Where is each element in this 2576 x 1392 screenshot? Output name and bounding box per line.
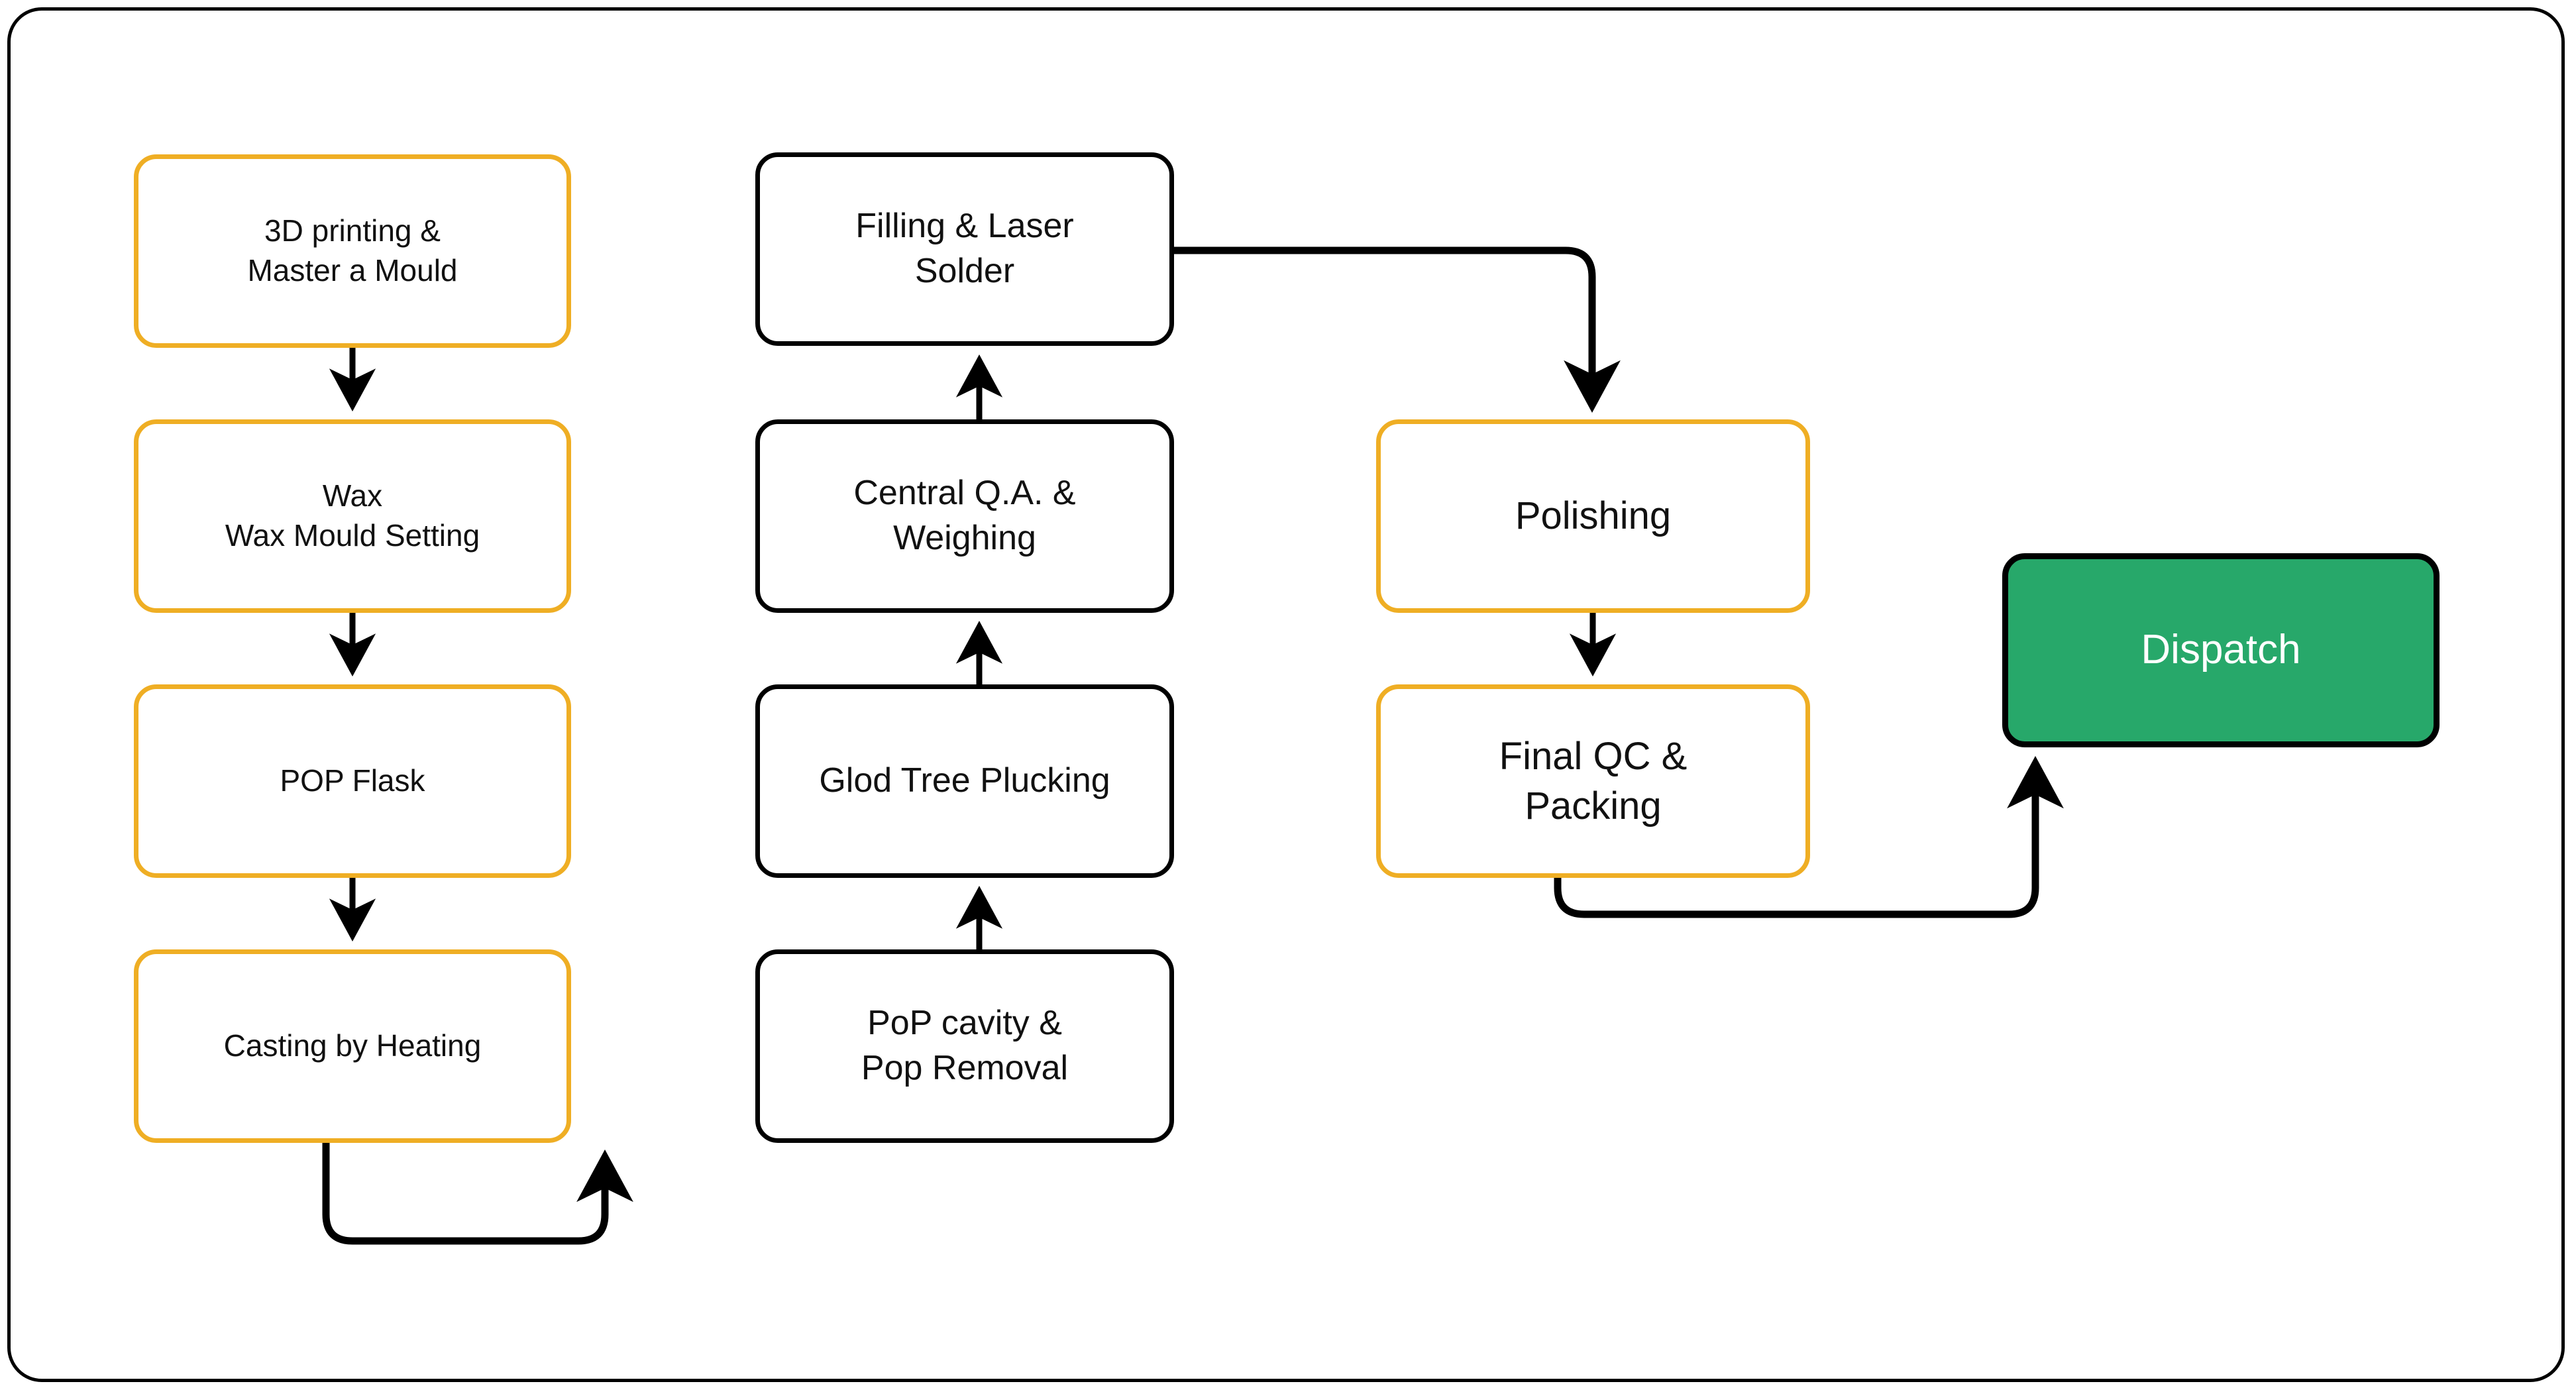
- node-final-qc-packing[interactable]: Final QC & Packing: [1376, 684, 1810, 878]
- node-label: Wax Wax Mould Setting: [225, 478, 480, 553]
- node-label: POP Flask: [280, 763, 425, 798]
- node-label: Casting by Heating: [223, 1028, 482, 1063]
- node-label: PoP cavity & Pop Removal: [861, 1004, 1069, 1087]
- node-label: Central Q.A. & Weighing: [853, 474, 1076, 557]
- node-dispatch[interactable]: Dispatch: [2002, 553, 2440, 747]
- node-label: Final QC & Packing: [1499, 734, 1688, 828]
- node-central-qa-weighing[interactable]: Central Q.A. & Weighing: [755, 419, 1174, 613]
- node-filling-laser-solder[interactable]: Filling & Laser Solder: [755, 152, 1174, 346]
- node-casting-by-heating[interactable]: Casting by Heating: [134, 949, 571, 1143]
- node-label: Filling & Laser Solder: [855, 207, 1074, 290]
- node-label: Glod Tree Plucking: [819, 761, 1110, 800]
- node-label: Dispatch: [2141, 627, 2301, 673]
- node-label: Polishing: [1515, 494, 1672, 538]
- node-glod-tree-plucking[interactable]: Glod Tree Plucking: [755, 684, 1174, 878]
- node-label: 3D printing & Master a Mould: [247, 213, 458, 288]
- node-polishing[interactable]: Polishing: [1376, 419, 1810, 613]
- node-pop-flask[interactable]: POP Flask: [134, 684, 571, 878]
- node-pop-cavity-pop-removal[interactable]: PoP cavity & Pop Removal: [755, 949, 1174, 1143]
- node-3d-printing-master-mould[interactable]: 3D printing & Master a Mould: [134, 154, 571, 348]
- node-wax-mould-setting[interactable]: Wax Wax Mould Setting: [134, 419, 571, 613]
